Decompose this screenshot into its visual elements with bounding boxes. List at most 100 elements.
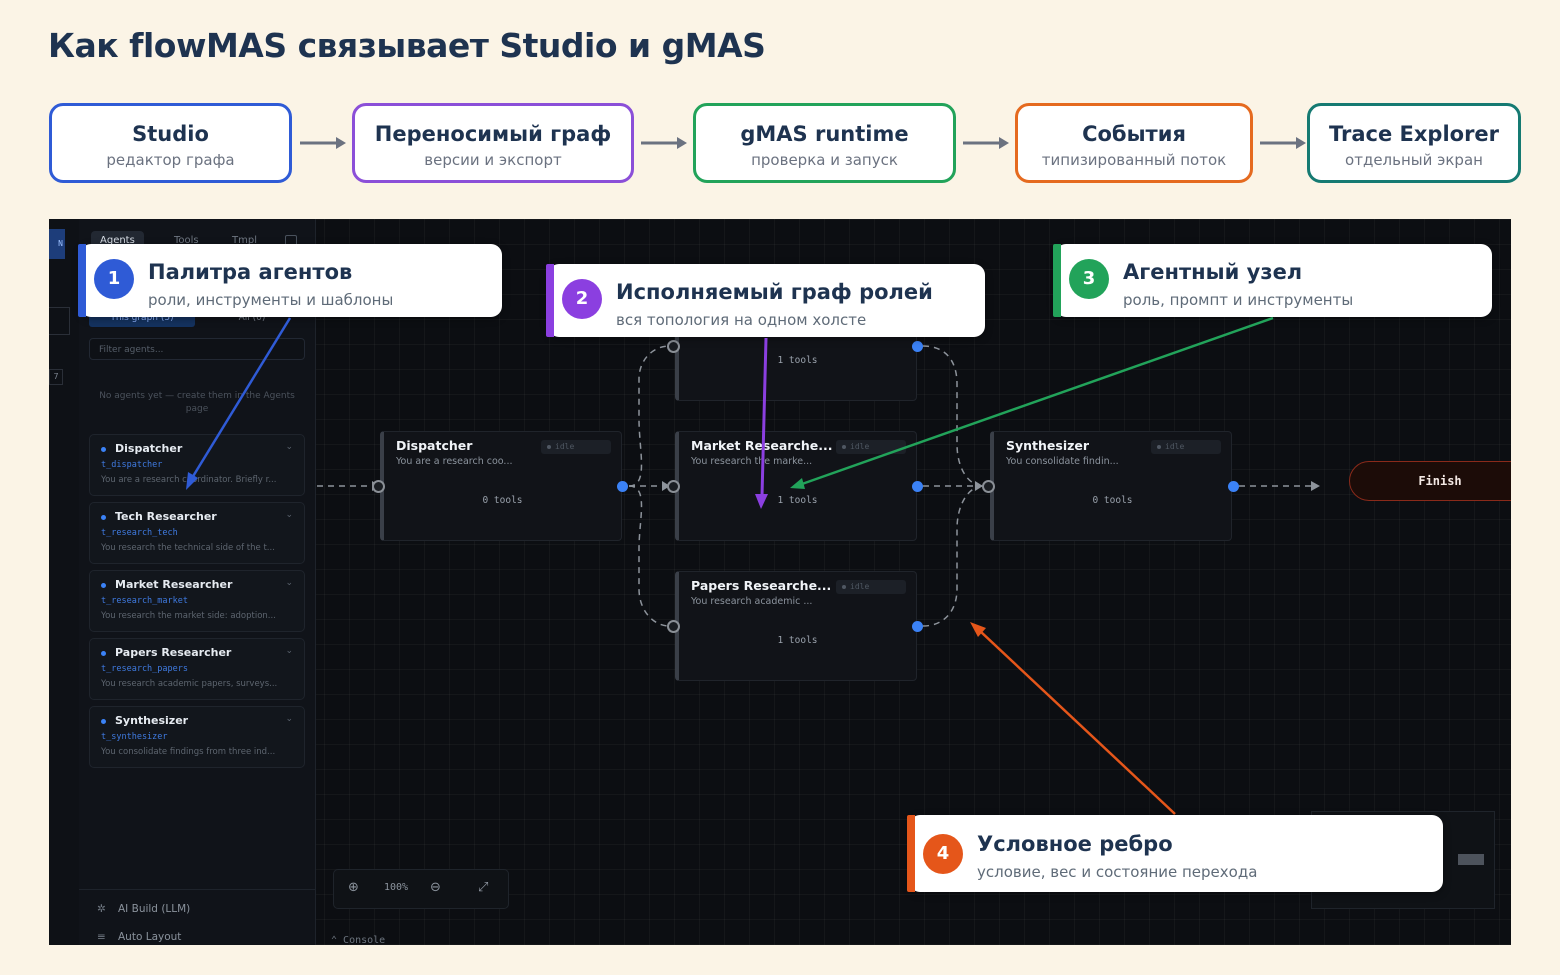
node-tools-count: 1 tools (777, 355, 818, 366)
output-port[interactable] (617, 481, 628, 492)
flow-arrow-icon (963, 137, 1009, 149)
chevron-down-icon[interactable]: ⌄ (285, 578, 293, 588)
flow-step-subtitle: редактор графа (106, 151, 235, 169)
output-port[interactable] (912, 621, 923, 632)
agent-id: t_research_papers (101, 664, 188, 674)
edge-dispatcher-top (628, 345, 670, 487)
agent-id: t_dispatcher (101, 460, 163, 470)
auto-layout-button[interactable]: ≡ Auto Layout (97, 931, 181, 943)
agent-card[interactable]: Tech Researcher ⌄ t_research_tech You re… (89, 502, 305, 564)
agent-id: t_research_market (101, 596, 188, 606)
agent-description: You consolidate findings from three ind.… (101, 747, 276, 757)
callout-title: Исполняемый граф ролей (616, 280, 933, 304)
chevron-down-icon[interactable]: ⌄ (285, 646, 293, 656)
agent-node-market-researcher[interactable]: Market Researche... idle You research th… (675, 431, 917, 541)
callout-accent-bar (78, 244, 86, 317)
flow-arrow-icon (1260, 137, 1306, 149)
status-badge: idle (1151, 440, 1221, 454)
fit-view-icon[interactable]: ⤢ (478, 880, 489, 895)
input-port[interactable] (667, 480, 680, 493)
rail-counter: 7 (49, 369, 63, 385)
agent-card[interactable]: Papers Researcher ⌄ t_research_papers Yo… (89, 638, 305, 700)
node-description: You are a research coo... (396, 456, 513, 467)
tab-tools[interactable]: Tools (174, 235, 199, 246)
agent-card[interactable]: Synthesizer ⌄ t_synthesizer You consolid… (89, 706, 305, 768)
zoom-out-icon[interactable]: ⊖ (430, 880, 441, 895)
callout-subtitle: роли, инструменты и шаблоны (148, 291, 394, 309)
agent-name: Tech Researcher (115, 510, 217, 523)
flow-step-subtitle: версии и экспорт (424, 151, 562, 169)
agent-name: Papers Researcher (115, 646, 232, 659)
node-title: Synthesizer (1006, 438, 1090, 453)
flow-arrow-icon (300, 137, 346, 149)
edge-top-synth (922, 345, 984, 487)
left-rail: N 7 (49, 219, 80, 945)
input-port[interactable] (372, 480, 385, 493)
ai-build-button[interactable]: ✲AI Build (LLM) (97, 903, 190, 915)
status-badge: idle (836, 580, 906, 594)
flow-arrow-icon (641, 137, 687, 149)
flow-step-studio: Studio редактор графа (49, 103, 292, 183)
tab-templates[interactable]: Tmpl (232, 235, 257, 246)
node-description: You research academic ... (691, 596, 813, 607)
agent-card[interactable]: Market Researcher ⌄ t_research_market Yo… (89, 570, 305, 632)
arrowhead-icon (662, 481, 670, 491)
finish-node[interactable]: Finish (1349, 461, 1511, 501)
zoom-in-icon[interactable]: ⊕ (348, 880, 359, 895)
flow-step-gmas-runtime: gMAS runtime проверка и запуск (693, 103, 956, 183)
status-dot-icon (101, 651, 106, 656)
agent-node-papers-researcher[interactable]: Papers Researche... idle You research ac… (675, 571, 917, 681)
flow-step-title: Trace Explorer (1328, 122, 1500, 146)
node-title: Market Researche... (691, 438, 833, 453)
node-tools-count: 0 tools (482, 495, 523, 506)
output-port[interactable] (1228, 481, 1239, 492)
edge-papers-synth (922, 485, 984, 627)
console-toggle[interactable]: ⌃ Console (331, 935, 385, 945)
flow-step-trace-explorer: Trace Explorer отдельный экран (1307, 103, 1521, 183)
output-port[interactable] (912, 341, 923, 352)
node-description: You research the marke... (691, 456, 813, 467)
flow-step-title: Studio (132, 122, 209, 146)
agent-name: Market Researcher (115, 578, 233, 591)
status-dot-icon (101, 447, 106, 452)
output-port[interactable] (912, 481, 923, 492)
chevron-down-icon[interactable]: ⌄ (285, 510, 293, 520)
callout-agent-palette: 1 Палитра агентов роли, инструменты и ша… (78, 244, 502, 317)
agent-description: You research the market side: adoption..… (101, 611, 276, 621)
flow-step-subtitle: типизированный поток (1041, 151, 1227, 169)
chevron-down-icon[interactable]: ⌄ (285, 714, 293, 724)
agent-name: Dispatcher (115, 442, 183, 455)
arrowhead-icon (1311, 481, 1320, 491)
agent-id: t_synthesizer (101, 732, 168, 742)
agent-id: t_research_tech (101, 528, 178, 538)
auto-layout-label: Auto Layout (118, 931, 182, 943)
agent-node-synthesizer[interactable]: Synthesizer idle You consolidate findin.… (990, 431, 1232, 541)
minimap-node (1458, 854, 1484, 865)
callout-number: 1 (94, 259, 134, 299)
callout-number: 4 (923, 834, 963, 874)
input-port[interactable] (982, 480, 995, 493)
callout-accent-bar (1053, 244, 1061, 317)
layout-icon: ≡ (97, 931, 106, 943)
callout-role-graph: 2 Исполняемый граф ролей вся топология н… (546, 264, 985, 337)
callout-title: Палитра агентов (148, 260, 353, 284)
flow-step-events: События типизированный поток (1015, 103, 1253, 183)
agent-node-dispatcher[interactable]: Dispatcher idle You are a research coo..… (380, 431, 622, 541)
input-port[interactable] (667, 340, 680, 353)
chevron-up-icon: ⌃ (331, 935, 344, 945)
callout-conditional-edge: 4 Условное ребро условие, вес и состояни… (907, 815, 1443, 892)
divider (79, 889, 315, 890)
status-dot-icon (101, 583, 106, 588)
status-dot-icon (101, 719, 106, 724)
console-label: Console (343, 935, 386, 945)
rail-button[interactable] (49, 307, 70, 335)
callout-subtitle: вся топология на одном холсте (616, 311, 867, 329)
input-port[interactable] (667, 620, 680, 633)
page-title: Как flowMAS связывает Studio и gMAS (48, 26, 766, 65)
rail-mode-chip[interactable]: N (49, 229, 65, 259)
flow-step-title: gMAS runtime (740, 122, 909, 146)
flow-step-portable-graph: Переносимый граф версии и экспорт (352, 103, 634, 183)
flow-step-title: Переносимый граф (374, 122, 612, 146)
node-title: Papers Researche... (691, 578, 832, 593)
flow-step-subtitle: проверка и запуск (751, 151, 898, 169)
